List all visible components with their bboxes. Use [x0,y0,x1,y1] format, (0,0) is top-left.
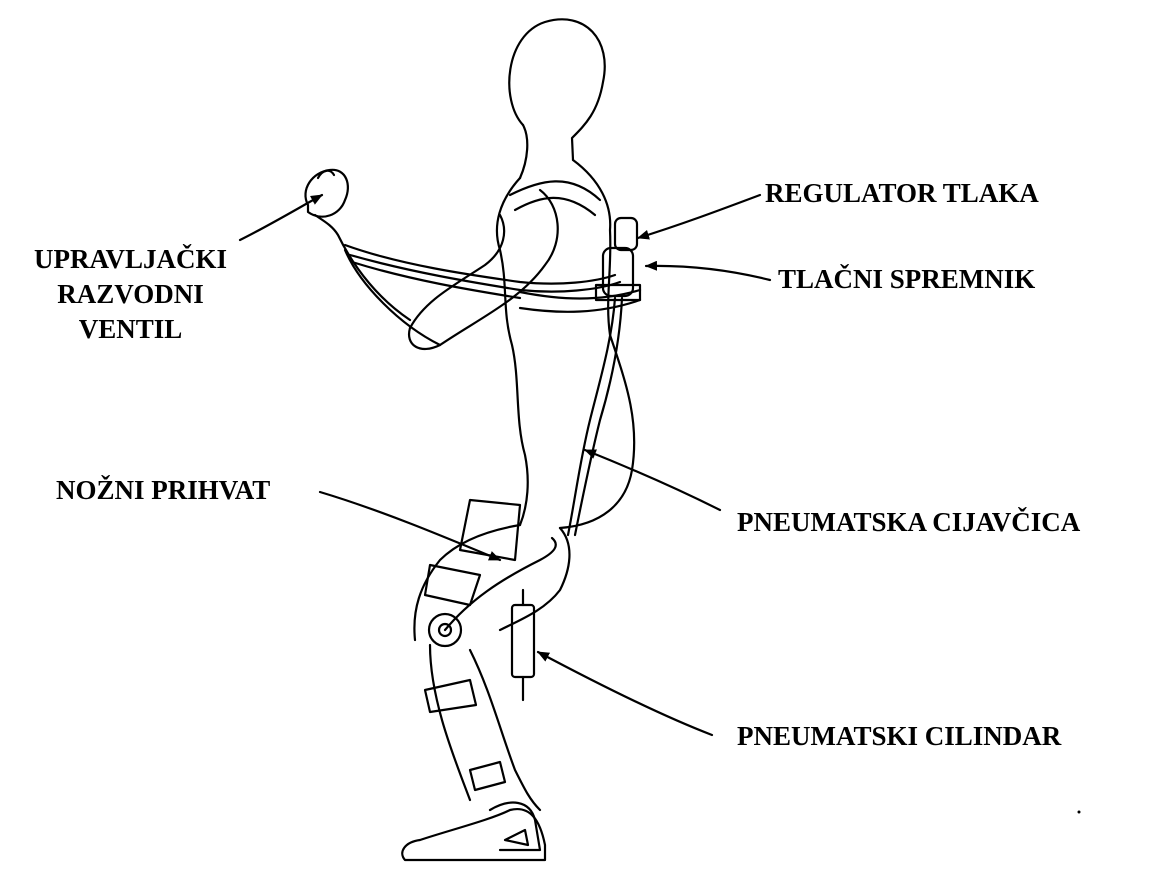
arrow-regulator [638,195,760,238]
label-leg-mount: NOŽNI PRIHVAT [56,473,270,508]
exo-thigh-bar [445,538,556,630]
arrow-cylinder [538,652,712,735]
arrow-hose [585,450,720,510]
arrow-leg-mount [320,492,500,560]
label-pneumatic-hose: PNEUMATSKA CIJAVČICA [737,505,1080,540]
back-tube [568,298,615,535]
pressure-tank-shape [603,248,633,296]
shin-back [470,650,540,810]
foot [402,809,545,860]
neck-front [520,125,527,178]
head [509,19,604,160]
back-tube-2 [575,298,622,535]
thigh-cuff [460,500,520,560]
arrow-tank [646,266,770,280]
label-pressure-tank: TLAČNI SPREMNIK [778,262,1035,297]
upper-arm [409,190,558,349]
ankle-cuff [470,762,505,790]
arrow-control-valve [240,195,322,240]
shin-cuff [425,680,476,712]
hand [305,170,347,217]
stray-dot [1078,811,1081,814]
shin-front [430,645,470,800]
back-line [560,160,634,528]
regulator-shape [615,218,637,250]
label-pneumatic-cylinder: PNEUMATSKI CILINDAR [737,719,1061,754]
label-control-valve-line-1: UPRAVLJAČKI [8,242,253,277]
front-torso [497,178,528,525]
label-control-valve: UPRAVLJAČKI RAZVODNI VENTIL [8,242,253,347]
label-control-valve-line-3: VENTIL [8,312,253,347]
foot-hole [505,830,528,845]
label-pressure-regulator: REGULATOR TLAKA [765,176,1039,211]
label-control-valve-line-2: RAZVODNI [8,277,253,312]
cylinder-body [512,605,534,677]
